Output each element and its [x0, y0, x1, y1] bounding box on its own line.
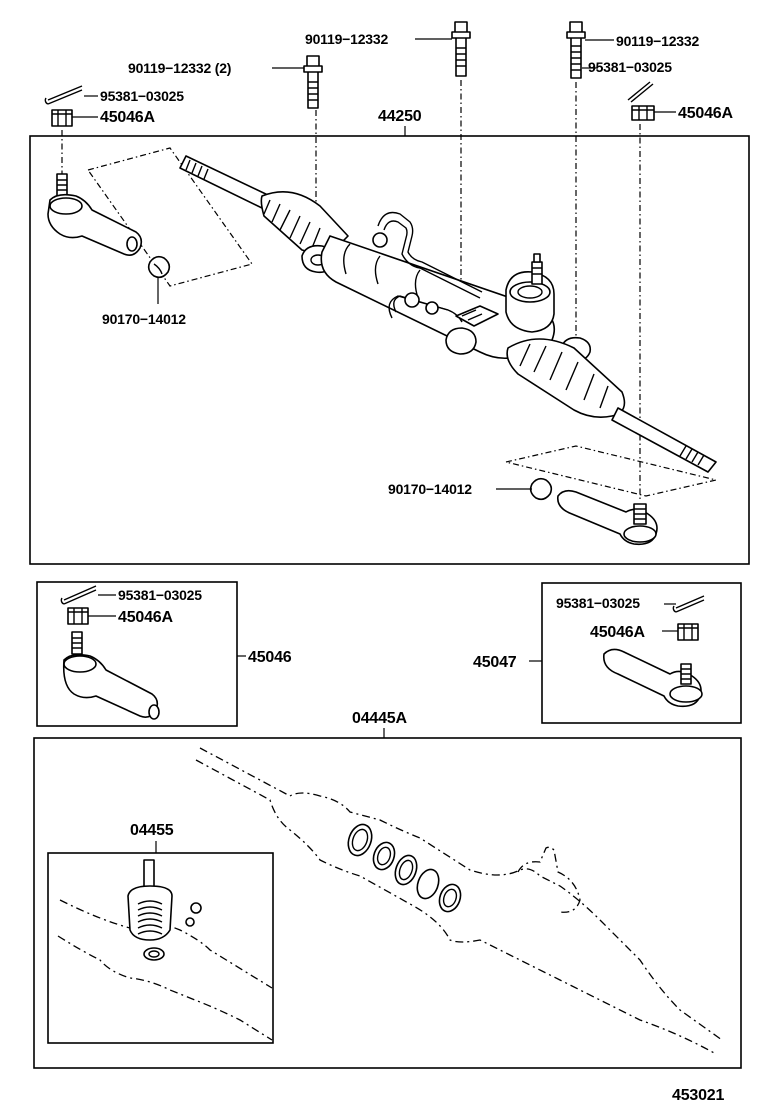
tie-rod-end-kit-right-icon: [602, 648, 703, 708]
cotter-pin-kit-left-icon: [60, 585, 97, 605]
figure-number: 453021: [672, 1087, 724, 1104]
label-pin-top-right: 95381−03025: [588, 59, 672, 75]
tie-rod-end-left-icon: [47, 173, 143, 256]
kit-left-frame: [36, 581, 238, 727]
bolt-right-icon: [566, 21, 586, 79]
label-kit-right: 45047: [473, 654, 517, 671]
label-gasket-kit: 04445A: [352, 710, 407, 727]
cotter-pin-top-right-icon: [627, 81, 654, 103]
label-boot-right: 90170−14012: [388, 481, 472, 497]
bolt-center-icon: [451, 21, 471, 77]
cotter-pin-kit-right-icon: [672, 595, 705, 613]
label-bolt-right: 90119−12332: [616, 33, 699, 49]
label-kit-right-pin: 95381−03025: [556, 595, 640, 611]
tie-rod-end-right-icon: [556, 489, 658, 546]
cotter-pin-top-left-icon: [44, 85, 83, 105]
label-nut-top-left: 45046A: [100, 109, 155, 126]
label-bolt-center: 90119−12332: [305, 31, 388, 47]
label-bolt-left: 90119−12332 (2): [128, 60, 231, 76]
nut-kit-left-icon: [67, 607, 89, 625]
tie-rod-end-kit-left-icon: [62, 631, 160, 720]
label-sub-kit: 04455: [130, 822, 174, 839]
steering-rack-icon: [179, 155, 717, 473]
boot-right-icon: [529, 477, 553, 501]
kit-right-frame: [541, 582, 742, 724]
boot-left-icon: [147, 255, 171, 279]
assembly-frame: [29, 135, 750, 565]
label-kit-right-nut: 45046A: [590, 624, 645, 641]
seal-rings-icon: [347, 823, 462, 913]
sub-kit-frame: [47, 852, 274, 1044]
label-kit-left: 45046: [248, 649, 292, 666]
label-kit-left-nut: 45046A: [118, 609, 173, 626]
nut-kit-right-icon: [677, 623, 699, 641]
spring-valve-icon: [127, 859, 202, 961]
nut-top-left-icon: [51, 109, 73, 127]
label-boot-left: 90170−14012: [102, 311, 186, 327]
nut-top-right-icon: [631, 105, 655, 121]
label-assembly: 44250: [378, 108, 422, 125]
boot-area-left: [87, 147, 253, 287]
label-pin-top-left: 95381−03025: [100, 88, 184, 104]
gasket-kit-frame: [33, 737, 742, 1069]
bolt-left-icon: [303, 55, 323, 109]
label-kit-left-pin: 95381−03025: [118, 587, 202, 603]
rack-outline-icon: [195, 747, 723, 1055]
label-nut-top-right: 45046A: [678, 105, 733, 122]
